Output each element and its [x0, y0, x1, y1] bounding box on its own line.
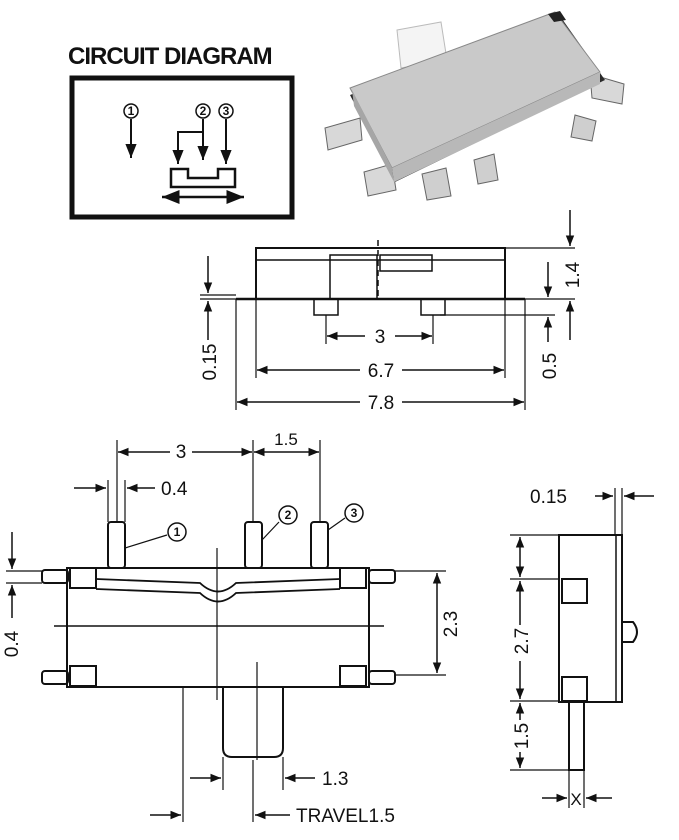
circuit-pin-2-label: 2 — [200, 104, 207, 118]
end-dim-unknown: X — [570, 790, 581, 809]
top-dim-pitch-2-3: 1.5 — [274, 430, 298, 449]
side-actuator — [329, 254, 378, 300]
top-dim-pitch-1-2: 3 — [176, 442, 187, 463]
side-view — [200, 210, 575, 410]
photo-pin-middle — [473, 153, 499, 185]
top-pin-3 — [310, 521, 329, 569]
side-dim-lead-thickness: 0.15 — [200, 344, 221, 381]
side-pin-right — [420, 298, 446, 316]
side-pin-left — [313, 298, 339, 316]
end-view-labels: 0.15 2.7 1.5 X — [509, 487, 582, 809]
circuit-diagram-title: CIRCUIT DIAGRAM — [68, 43, 272, 70]
circuit-pin-3-marker — [218, 103, 234, 119]
top-tab-tl — [69, 567, 97, 589]
top-lead-bl — [41, 670, 69, 685]
end-view — [510, 488, 654, 808]
top-actuator — [222, 687, 284, 758]
top-lead-tr — [368, 569, 396, 584]
circuit-pin-3-label: 3 — [223, 104, 230, 118]
top-tab-bl — [69, 665, 97, 687]
photo-cover-side — [352, 90, 394, 182]
top-dim-travel: TRAVEL1.5 — [296, 806, 395, 827]
side-view-labels: 3 6.7 7.8 1.4 0.5 0.15 — [200, 261, 584, 414]
circuit-pin-1-marker — [123, 103, 139, 119]
photo-cover-front — [392, 72, 600, 182]
top-callout-pin-2: 2 — [285, 508, 292, 522]
end-tab-bottom — [561, 676, 588, 702]
circuit-pin-2-line — [172, 119, 204, 164]
top-dim-actuator-width: 1.3 — [322, 769, 348, 790]
side-dim-body-length: 6.7 — [368, 361, 394, 382]
top-pin-1 — [107, 521, 126, 569]
side-dim-body-height: 1.4 — [563, 261, 584, 288]
end-dim-actuator-height: 1.5 — [512, 723, 533, 749]
photo-lead-left-bottom — [363, 163, 397, 197]
side-dim-overall-length: 7.8 — [368, 393, 394, 414]
top-tab-tr — [339, 567, 367, 589]
circuit-frame — [69, 75, 295, 220]
end-actuator — [622, 621, 638, 643]
top-dim-body-width: 2.3 — [441, 611, 462, 637]
end-dim-width: 2.7 — [512, 628, 533, 654]
top-dim-lead-width: 0.4 — [2, 630, 23, 657]
product-photo — [324, 11, 625, 201]
top-lead-br — [368, 670, 396, 685]
end-lead — [568, 701, 585, 771]
photo-corner — [548, 11, 566, 22]
circuit-diagram: CIRCUIT DIAGRAM 1 2 3 — [68, 43, 295, 220]
top-pin-2 — [244, 521, 263, 569]
side-dim-pitch: 3 — [375, 327, 386, 348]
end-tab-top — [561, 578, 588, 604]
top-lead-tl — [41, 569, 69, 584]
circuit-slider — [169, 167, 237, 189]
photo-pin-left — [421, 167, 452, 201]
side-dim-standoff: 0.5 — [540, 353, 561, 379]
top-view — [6, 440, 446, 822]
end-dim-thickness: 0.15 — [530, 487, 567, 508]
circuit-pin-1-label: 1 — [128, 104, 135, 118]
top-dim-pin-width: 0.4 — [161, 479, 188, 500]
top-tab-br — [339, 665, 367, 687]
end-body — [558, 534, 623, 703]
photo-lead-left-top — [324, 117, 363, 151]
photo-pin-right — [570, 114, 597, 142]
top-view-labels: 3 1.5 0.4 2.3 0.4 1.3 TRAVEL1.5 1 2 3 — [2, 430, 462, 827]
circuit-pin-2-marker — [195, 103, 211, 119]
top-callout-pin-3: 3 — [351, 506, 358, 520]
top-callout-pin-1: 1 — [174, 525, 181, 539]
top-body — [66, 567, 370, 688]
